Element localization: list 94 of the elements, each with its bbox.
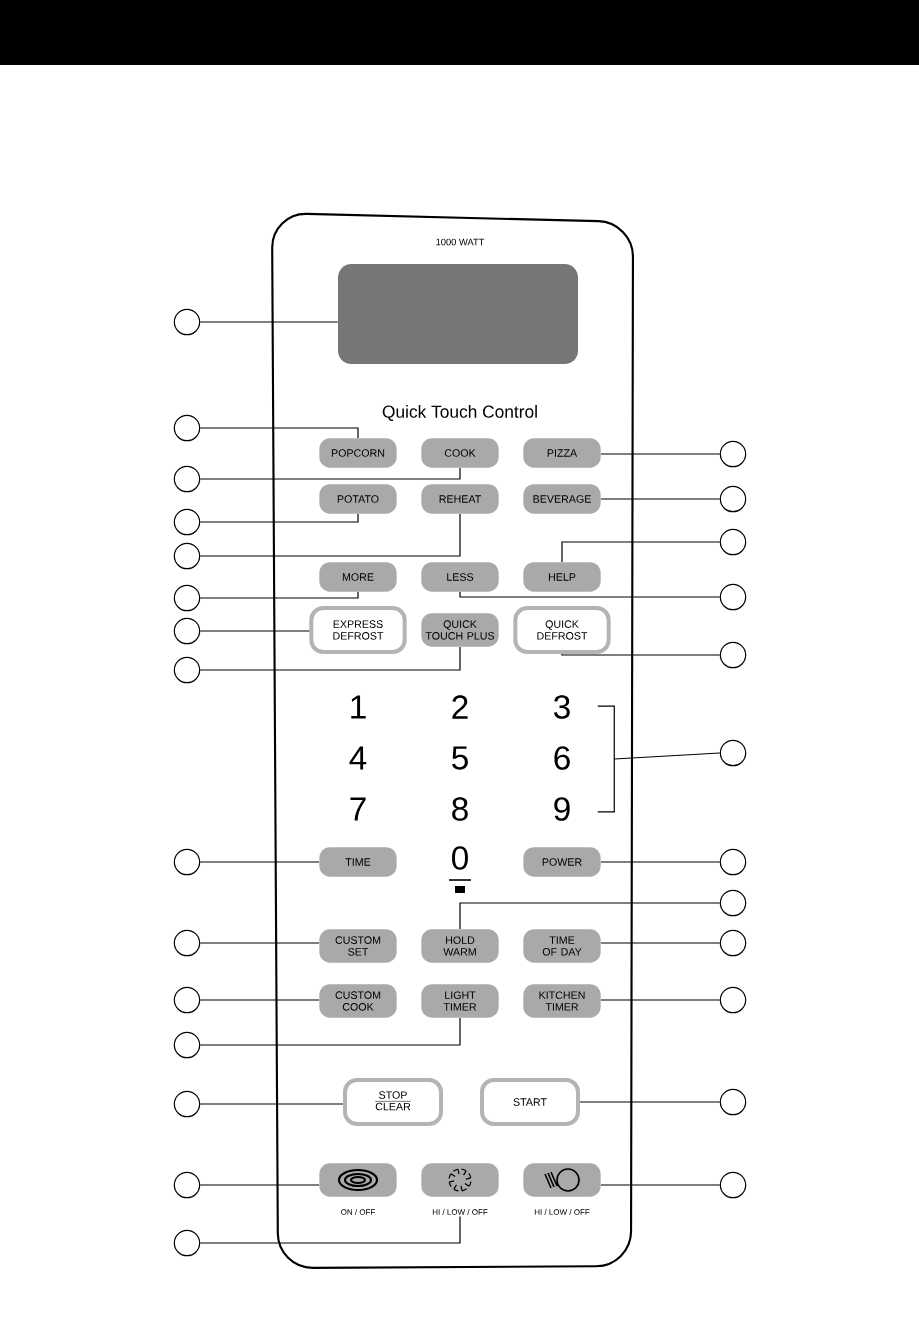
leader-line: [600, 1184, 721, 1186]
callout-circle: [173, 542, 201, 570]
callout-circle: [173, 1171, 201, 1199]
keypad-digit: 4: [349, 746, 367, 770]
leader-line: [199, 646, 461, 671]
button-caption: ON / OFF: [341, 1209, 375, 1215]
callout-circle: [173, 414, 201, 442]
control-button: EXPRESS DEFROST: [309, 606, 407, 654]
control-button: PIZZA: [523, 438, 601, 468]
callout-circle: [173, 465, 201, 493]
callout-circle: [719, 583, 747, 611]
control-button: STOP CLEAR: [343, 1078, 443, 1126]
keypad-digit: 8: [452, 797, 468, 821]
icon-button: [421, 1163, 499, 1197]
control-button: KITCHEN TIMER: [523, 984, 601, 1018]
control-button: HOLD WARM: [421, 929, 499, 963]
control-button: QUICK TOUCH PLUS: [421, 613, 499, 647]
leader-line: [199, 630, 310, 632]
panel-label: 1000 WATT: [436, 238, 485, 246]
control-button: MORE: [319, 562, 397, 592]
callout-circle: [719, 641, 747, 669]
button-caption: HI / LOW / OFF: [534, 1209, 590, 1215]
leader-line: [199, 513, 359, 523]
callout-circle: [173, 848, 201, 876]
keypad-digit: 9: [554, 797, 570, 821]
control-button: CUSTOM SET: [319, 929, 397, 963]
panel-label: Quick Touch Control: [382, 405, 537, 421]
callout-circle: [719, 485, 747, 513]
control-button: POTATO: [319, 484, 397, 514]
callout-circle: [719, 889, 747, 917]
leader-line: [561, 541, 721, 563]
callout-circle: [719, 848, 747, 876]
control-button: BEVERAGE: [523, 484, 601, 514]
leader-line: [199, 321, 339, 323]
display-screen: [338, 264, 578, 364]
leader-line: [561, 653, 721, 656]
leader-line: [199, 513, 461, 557]
control-button: LESS: [421, 562, 499, 592]
callout-circle: [173, 308, 201, 336]
control-button: QUICK DEFROST: [513, 606, 611, 654]
keypad-digit: 2: [452, 695, 468, 719]
control-button: CUSTOM COOK: [319, 984, 397, 1018]
keypad-digit: 6: [554, 746, 570, 770]
callout-circle: [719, 929, 747, 957]
control-button: LIGHT TIMER: [421, 984, 499, 1018]
keypad-digit: 1: [351, 695, 366, 719]
keypad-digit: 5: [452, 746, 468, 770]
button-caption: HI / LOW / OFF: [432, 1209, 488, 1215]
leader-line: [459, 591, 721, 598]
leader-line: [199, 1017, 461, 1046]
control-button: POPCORN: [319, 438, 397, 468]
keypad-digit: 0: [452, 846, 468, 870]
leader-line: [199, 1215, 461, 1244]
leader-line: [199, 591, 359, 599]
leader-line: [600, 999, 721, 1001]
bracket: [597, 705, 615, 813]
control-button: TIME OF DAY: [523, 929, 601, 963]
callout-circle: [719, 440, 747, 468]
control-button: START: [480, 1078, 580, 1126]
callout-circle: [173, 617, 201, 645]
callout-circle: [173, 929, 201, 957]
leader-line: [613, 752, 721, 760]
control-button: POWER: [523, 847, 601, 877]
leader-line: [600, 861, 721, 863]
callout-circle: [719, 528, 747, 556]
callout-circle: [173, 508, 201, 536]
leader-line: [459, 902, 721, 930]
leader-line: [199, 427, 359, 439]
callout-circle: [719, 1171, 747, 1199]
control-button: COOK: [421, 438, 499, 468]
control-button: HELP: [523, 562, 601, 592]
control-button: TIME: [319, 847, 397, 877]
leader-line: [600, 453, 721, 455]
callout-circle: [173, 1229, 201, 1257]
control-button: REHEAT: [421, 484, 499, 514]
icon-button: [523, 1163, 601, 1197]
callout-circle: [173, 986, 201, 1014]
leader-line: [579, 1101, 721, 1103]
leader-line: [600, 942, 721, 944]
leader-line: [199, 999, 320, 1001]
leader-line: [199, 1103, 344, 1105]
keypad-digit: 3: [554, 695, 570, 719]
callout-circle: [719, 739, 747, 767]
callout-circle: [173, 656, 201, 684]
leader-line: [199, 467, 461, 480]
leader-line: [600, 498, 721, 500]
callout-circle: [719, 986, 747, 1014]
leader-line: [199, 1184, 320, 1186]
callout-circle: [173, 1031, 201, 1059]
callout-circle: [719, 1088, 747, 1116]
callout-circle: [173, 1090, 201, 1118]
leader-line: [199, 942, 320, 944]
callout-circle: [173, 584, 201, 612]
leader-line: [199, 861, 320, 863]
